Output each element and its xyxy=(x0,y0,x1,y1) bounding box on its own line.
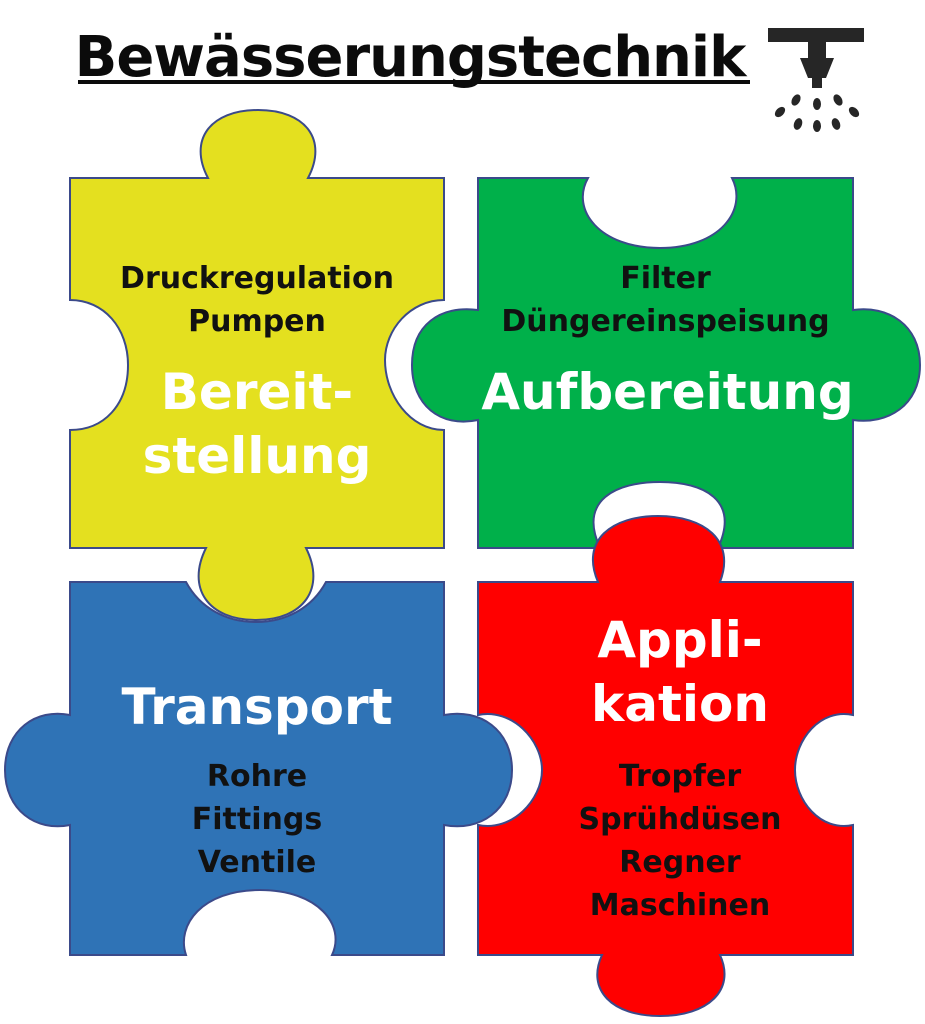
applikation-item: Regner xyxy=(619,845,741,880)
bereitstellung-items: Druckregulation Pumpen xyxy=(92,257,422,343)
heading-line: Transport xyxy=(121,678,393,736)
piece-bereitstellung xyxy=(69,108,445,622)
applikation-item: Tropfer xyxy=(618,759,742,794)
heading-line: kation xyxy=(591,675,769,733)
page-title: Bewässerungstechnik xyxy=(74,25,747,90)
title-underline xyxy=(78,80,750,84)
aufbereitung-item: Düngereinspeisung xyxy=(501,304,830,339)
piece-aufbereitung xyxy=(410,177,922,549)
bereitstellung-heading: Bereit- stellung xyxy=(92,360,422,488)
applikation-item: Maschinen xyxy=(589,888,771,923)
aufbereitung-item: Filter xyxy=(620,261,711,296)
aufbereitung-items: Filter Düngereinspeisung xyxy=(478,257,853,343)
applikation-item: Sprühdüsen xyxy=(578,802,782,837)
transport-item: Fittings xyxy=(191,802,323,837)
piece-transport xyxy=(3,581,514,956)
transport-item: Rohre xyxy=(206,759,308,794)
heading-line: Aufbereitung xyxy=(481,363,854,421)
transport-items: Rohre Fittings Ventile xyxy=(70,755,444,884)
heading-line: stellung xyxy=(142,427,372,485)
heading-line: Appli- xyxy=(597,611,763,669)
bereitstellung-item: Pumpen xyxy=(188,304,326,339)
applikation-heading: Appli- kation xyxy=(510,608,850,736)
applikation-items: Tropfer Sprühdüsen Regner Maschinen xyxy=(510,755,850,927)
piece-applikation xyxy=(477,514,854,1018)
sprinkler-icon xyxy=(768,28,864,132)
transport-item: Ventile xyxy=(197,845,317,880)
heading-line: Bereit- xyxy=(160,363,354,421)
bereitstellung-item: Druckregulation xyxy=(120,261,394,296)
transport-heading: Transport xyxy=(70,675,444,739)
aufbereitung-heading: Aufbereitung xyxy=(470,360,865,424)
